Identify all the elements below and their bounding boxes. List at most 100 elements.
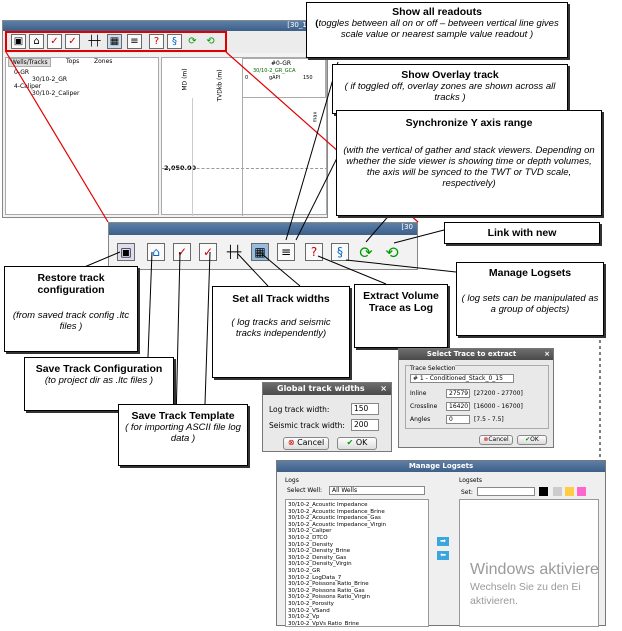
callout-set-widths: Set all Track widths ( log tracks and se… [212, 286, 350, 378]
close-icon[interactable]: × [544, 350, 550, 358]
logs-label: Logs [285, 477, 299, 484]
trace-select[interactable]: # 1 - Conditioned_Stack_0_15 [410, 374, 514, 383]
group-label: Trace Selection [410, 365, 456, 372]
edit-icon[interactable] [553, 487, 562, 496]
list-item[interactable]: 30/10-2_VSand [288, 607, 330, 614]
list-item[interactable]: 30/10-2_Acoustic Impedance_Gas [288, 515, 381, 522]
track-area: MD (m) TVDkb (m) #0-GR 30/10-2_GR_GCA 0 … [161, 57, 328, 216]
save-template-icon[interactable]: ✓ [173, 243, 191, 261]
list-item[interactable]: 30/10-2_Porosity [288, 600, 334, 607]
list-item[interactable]: 30/10-2_Density_Virgin [288, 561, 352, 568]
remove-arrow-icon[interactable]: ⬅ [437, 551, 449, 560]
track-divider [192, 98, 193, 216]
tree-item[interactable]: 30/10-2_GR [32, 76, 68, 83]
list-item[interactable]: 30/10-2_Caliper [288, 528, 332, 535]
tree-item[interactable]: 0-GR [14, 69, 30, 76]
manage-logsets-icon[interactable]: § [167, 34, 182, 49]
tab-tops[interactable]: Tops [66, 58, 80, 65]
cancel-label: Cancel [297, 438, 325, 447]
dialog-title: Global track widths [277, 384, 365, 393]
list-item[interactable]: 30/10-2_Vp [288, 614, 320, 621]
track-widths-icon[interactable]: ┼┼ [226, 245, 242, 259]
gr-title: #0-GR [271, 60, 292, 67]
tab-zones[interactable]: Zones [94, 58, 113, 65]
watermark-line2: Wechseln Sie zu den Ei [470, 581, 581, 593]
restore-config-icon[interactable]: ▣ [117, 243, 135, 261]
angles-input[interactable]: 0 [446, 415, 470, 424]
track-widths-icon[interactable]: ┼┼ [88, 36, 101, 47]
list-item[interactable]: 30/10-2_Density [288, 541, 333, 548]
list-item[interactable]: 30/10-2_Acoustic Impedance_Brine [288, 508, 385, 515]
add-arrow-icon[interactable]: ➡ [437, 537, 449, 546]
template-icon[interactable]: ✓ [65, 34, 80, 49]
list-item[interactable]: 30/10-2_Acoustic Impedance [288, 502, 368, 508]
top-window-titlebar: [30_10-2] [3, 21, 327, 31]
log-width-input[interactable]: 150 [351, 403, 379, 415]
callout-desc: ( if toggled off, overlay zones are show… [344, 81, 556, 103]
cancel-button[interactable]: ⊗ Cancel [283, 437, 329, 450]
template-icon[interactable]: ✓ [199, 243, 217, 261]
link-new-icon[interactable]: ⟲ [385, 242, 399, 262]
crossline-label: Crossline [410, 403, 438, 410]
extract-trace-icon[interactable]: ? [149, 34, 164, 49]
list-item[interactable]: 30/10-2_LogData_7 [288, 574, 342, 581]
callout-title: Synchronize Y axis range [405, 117, 533, 129]
cancel-label: Cancel [488, 436, 509, 443]
tree-item[interactable]: 30/10-2_Caliper [32, 90, 80, 97]
seis-width-input[interactable]: 200 [351, 419, 379, 431]
save-config-icon[interactable]: ⌂ [29, 34, 44, 49]
overlay-track-icon[interactable]: ≡ [127, 34, 142, 49]
list-item[interactable]: 30/10-2_DTCO [288, 534, 328, 541]
link-new-icon[interactable]: ⟲ [206, 36, 215, 47]
callout-paren: ( [315, 18, 319, 29]
manage-logsets-icon[interactable]: § [331, 243, 349, 261]
callout-desc: (with the vertical of gather and stack v… [343, 145, 595, 189]
mid-window-titlebar: [30 [109, 223, 417, 235]
well-select[interactable]: All Wells [329, 486, 425, 495]
inline-range: [27200 - 27700] [474, 390, 523, 397]
logsets-label: Logsets [459, 477, 483, 484]
trace-selection-group: Trace Selection # 1 - Conditioned_Stack_… [405, 365, 549, 429]
set-select[interactable] [477, 487, 535, 496]
overlay-track-icon[interactable]: ≡ [277, 243, 295, 261]
logsets-list[interactable] [459, 499, 599, 627]
dialog-title: Manage Logsets [408, 462, 474, 470]
cancel-button[interactable]: ⊗Cancel [479, 435, 513, 445]
top-window: [30_10-2] ▣ ⌂ ✓ ✓ ┼┼ ▦ ≡ ? § ⟳ ⟲ Wells/T… [2, 20, 328, 218]
sync-y-icon[interactable]: ⟳ [188, 36, 197, 47]
set-label: Set: [461, 489, 473, 496]
list-item[interactable]: 30/10-2_GR [288, 567, 321, 574]
new-icon[interactable] [565, 487, 574, 496]
callout-restore: Restore track configuration (from saved … [4, 266, 138, 352]
sync-y-icon[interactable]: ⟳ [359, 242, 373, 262]
ok-icon: ✔ [525, 436, 531, 443]
save-template-icon[interactable]: ✓ [47, 34, 62, 49]
gr-max: 150 [303, 75, 313, 81]
crossline-input[interactable]: 16420 [446, 402, 470, 411]
ok-button[interactable]: ✔OK [517, 435, 547, 445]
toolbar-highlight [5, 31, 227, 52]
inline-input[interactable]: 27579 [446, 389, 470, 398]
list-item[interactable]: 30/10-2_Poissons Ratio_Gas [288, 587, 365, 594]
callout-link-new: Link with new [444, 222, 600, 244]
list-item[interactable]: 30/10-2_VpVs Ratio_Brine [288, 620, 360, 627]
delete-icon[interactable] [577, 487, 586, 496]
list-item[interactable]: 30/10-2_Density_Gas [288, 554, 347, 561]
tree-item[interactable]: 4-Caliper [14, 83, 42, 90]
restore-config-icon[interactable]: ▣ [11, 34, 26, 49]
tab-wells-tracks[interactable]: Wells/Tracks [8, 58, 51, 67]
callout-desc: (from saved track config .ltc files ) [12, 310, 130, 332]
color-swatch-icon[interactable] [539, 487, 548, 496]
list-item[interactable]: 30/10-2_Poissons Ratio_Virgin [288, 594, 371, 601]
callout-title: Show Overlay track [401, 69, 499, 81]
ok-button[interactable]: ✔ OK [337, 437, 377, 450]
list-item[interactable]: 30/10-2_Acoustic Impedance_Virgin [288, 521, 387, 528]
ok-label: OK [530, 436, 539, 443]
list-item[interactable]: 30/10-2_Density_Brine [288, 548, 351, 555]
ok-icon: ✔ [346, 438, 354, 447]
show-readouts-icon[interactable]: ▦ [107, 34, 122, 49]
close-icon[interactable]: × [380, 384, 387, 393]
gr-unit: gAPI [269, 75, 281, 81]
list-item[interactable]: 30/10-2_Poissons Ratio_Brine [288, 581, 369, 588]
